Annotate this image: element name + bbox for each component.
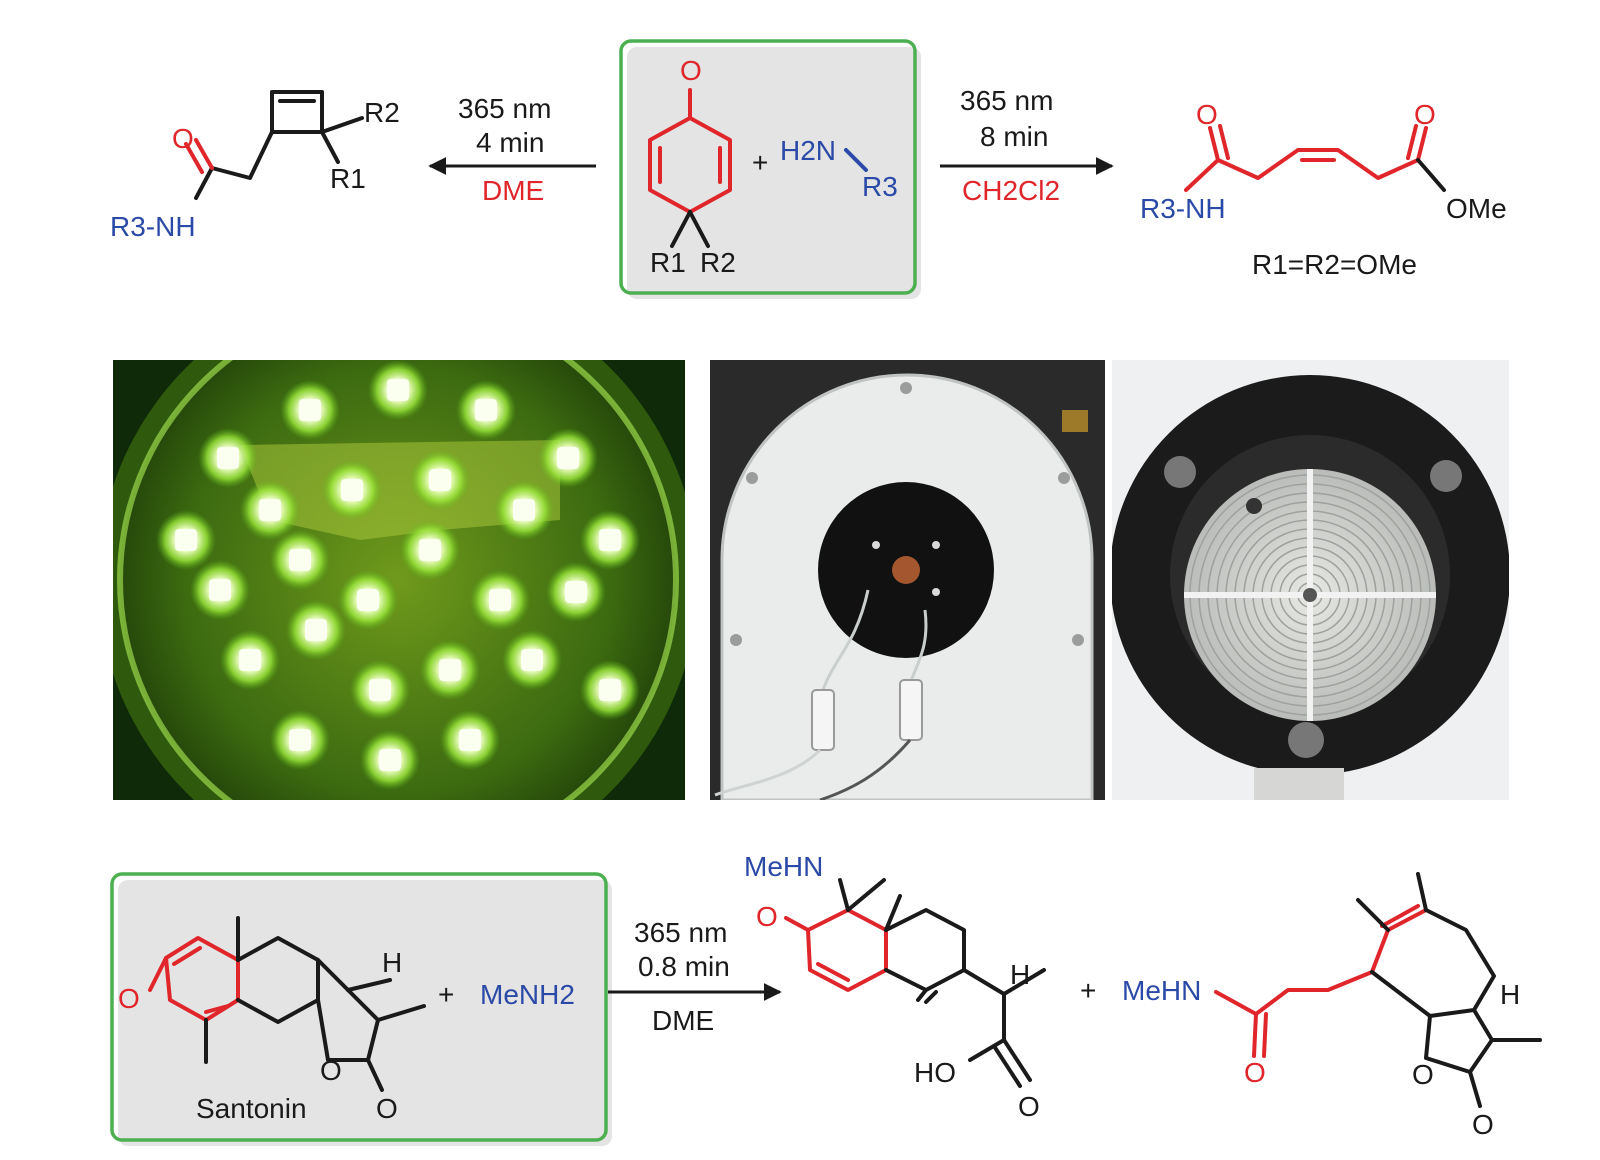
product-r1: R1 [330,163,366,194]
cyclobutene-product: O R2 R1 R3-NH [110,90,400,242]
led-chip [521,649,543,671]
bottom-solvent: DME [652,1005,714,1036]
santonin-ring-oxygen: O [320,1055,342,1086]
left-wavelength: 365 nm [458,93,551,124]
ring-opened-product: O O R3-NH OMe R1=R2=OMe [1140,99,1507,280]
ester-oxygen: O [1414,99,1436,130]
led-chip [305,619,327,641]
led-chip [357,589,379,611]
product-r2: R2 [364,97,400,128]
santonin-h: H [382,947,402,978]
bottom-time: 0.8 min [638,951,730,982]
product-mehn: MeHN [744,851,823,882]
led-chip [475,399,497,421]
plus-sign: + [752,147,768,178]
led-chip [513,499,535,521]
led-chip [289,549,311,571]
bottom-plus-1: + [438,979,454,1010]
reactor-front-photo [710,360,1105,800]
led-chip [369,679,391,701]
led-chip [419,539,441,561]
amino-acid-product: MeHN O H HO O [744,851,1046,1122]
product-r3nh: R3-NH [110,211,196,242]
top-scheme: O R1 R2 + H2N R3 365 nm 4 min DME O R2 R… [110,39,1507,299]
amine-reagent: H2N R3 [780,135,898,202]
amide-oxygen: O [1196,99,1218,130]
oxygen-label: O [680,55,702,86]
product2-h: H [1500,979,1520,1010]
led-chip [379,749,401,771]
santonin-structure: O H O O Santonin [118,916,426,1124]
r1-label: R1 [650,247,686,278]
methylamine-label: MeNH2 [480,979,575,1010]
led-chip [217,447,239,469]
led-chip [459,729,481,751]
led-chip [341,479,363,501]
right-time: 8 min [980,121,1048,152]
led-chip [439,659,461,681]
ring-opened-amide-product: MeHN O H O O [1122,872,1542,1140]
product2-ring-o: O [1412,1059,1434,1090]
led-chip [557,447,579,469]
bottom-scheme: O H O O Santonin + MeNH2 365 nm 0.8 min … [110,851,1542,1146]
led-chip [209,579,231,601]
product-ketone-o: O [756,901,778,932]
led-chip [565,581,587,603]
led-dots [156,360,640,790]
led-chip [387,379,409,401]
r3-label: R3 [862,171,898,202]
led-chip [599,679,621,701]
left-solvent: DME [482,175,544,206]
led-chip [175,529,197,551]
product2-mehn: MeHN [1122,975,1201,1006]
led-chip [239,649,261,671]
right-solvent: CH2Cl2 [962,175,1060,206]
santonin-oxygen-ketone: O [118,983,140,1014]
led-chip [599,529,621,551]
santonin-lactone-oxygen: O [376,1093,398,1124]
product-oxygen: O [172,123,194,154]
led-chip [299,399,321,421]
bottom-plus-2: + [1080,975,1096,1006]
bottom-wavelength: 365 nm [634,917,727,948]
reactant-box [619,39,917,295]
substituent-note: R1=R2=OMe [1252,249,1417,280]
r2-label: R2 [700,247,736,278]
product-acid-o: O [1018,1091,1040,1122]
led-chip [429,469,451,491]
right-wavelength: 365 nm [960,85,1053,116]
santonin-box [110,872,608,1142]
led-array-photo [113,360,685,800]
led-chip [289,729,311,751]
photo-panels [113,360,1509,800]
led-chip [259,499,281,521]
cyclohexadienone-structure: O R1 R2 [648,55,736,278]
h2n-label: H2N [780,135,836,166]
reactor-disc-photo [1112,360,1509,800]
product-ho: HO [914,1057,956,1088]
right-r3nh: R3-NH [1140,193,1226,224]
product2-lactone-o: O [1472,1109,1494,1140]
santonin-name: Santonin [196,1093,307,1124]
product2-amide-o: O [1244,1057,1266,1088]
ome-label: OMe [1446,193,1507,224]
left-time: 4 min [476,127,544,158]
led-chip [489,589,511,611]
product-h: H [1010,959,1030,990]
